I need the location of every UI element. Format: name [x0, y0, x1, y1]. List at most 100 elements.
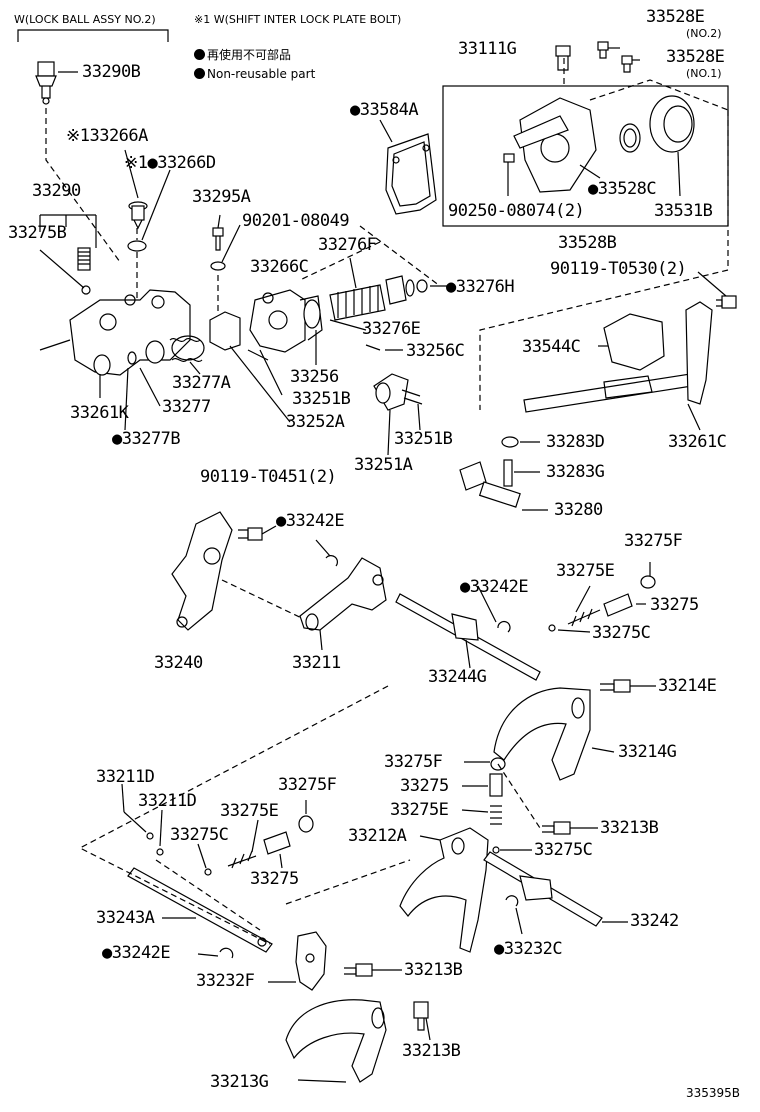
shift-fork-shaft-33244G: [395, 593, 541, 681]
part-label: 33276F: [318, 235, 377, 255]
part-label: ●33232C: [494, 939, 563, 959]
part-label: 33275E: [390, 800, 449, 820]
part-label: ●33277B: [112, 429, 181, 449]
part-label: 90250-08074(2): [448, 201, 585, 221]
part-label-sub: (NO.2): [686, 27, 722, 40]
non-reusable-en-legend: Non-reusable part: [194, 67, 315, 81]
part-label: 33213G: [210, 1072, 269, 1092]
bolt-33213B2: [344, 963, 373, 977]
part-label: 90119-T0530(2): [550, 259, 687, 279]
part-label: ●33584A: [350, 100, 419, 120]
part-label: 33244G: [428, 667, 487, 687]
part-label: 33275B: [8, 223, 67, 243]
shift-shaft-33261C: [523, 301, 713, 413]
part-label: 33275: [400, 776, 449, 796]
part-label: 33528B: [558, 233, 617, 253]
non-reusable-dot-icon: [194, 49, 205, 60]
part-label: 33275E: [556, 561, 615, 581]
part-label: 33256C: [406, 341, 465, 361]
reverse-restrict-pin-33280: [459, 461, 521, 508]
part-label: 33295A: [192, 187, 251, 207]
spring-33276F: [329, 284, 386, 321]
bearing-33531B: [649, 95, 695, 153]
part-label: 33528E: [646, 7, 705, 27]
part-label: 33275F: [278, 775, 337, 795]
part-label: ※133266A: [66, 126, 148, 146]
part-label: 33531B: [654, 201, 713, 221]
part-label: 33256: [290, 367, 339, 387]
part-label: 33211D: [138, 791, 197, 811]
shift-fork-shaft-33243A: [127, 867, 273, 953]
part-label: 33213B: [600, 818, 659, 838]
shift-head-33211: [299, 557, 387, 631]
part-label: 33261K: [70, 403, 129, 423]
bolt-33528E1: [621, 55, 633, 73]
diagram-reference-number: 335395B: [686, 1086, 741, 1100]
part-label: ●33528C: [588, 179, 657, 199]
part-label: 33213B: [404, 960, 463, 980]
part-label: 33252A: [286, 412, 345, 432]
part-label: ●33242E: [102, 943, 171, 963]
lock-ball-assy-part: [35, 61, 57, 105]
part-label: 33251A: [354, 455, 413, 475]
part-label: 33214G: [618, 742, 677, 762]
shift-block-33544C: [603, 313, 665, 371]
shift-fork-33212A: [399, 827, 489, 953]
bolt-33213B1: [542, 821, 571, 835]
part-label: 33283G: [546, 462, 605, 482]
part-label: ●33276H: [446, 277, 515, 297]
part-label: 33277A: [172, 373, 231, 393]
gasket-33584A: [385, 133, 437, 215]
part-label: 33275C: [170, 825, 229, 845]
part-label: 33290: [32, 181, 81, 201]
spring-part: [77, 247, 91, 271]
spring-coil-part: [171, 335, 205, 361]
shift-head-33232F: [295, 931, 327, 991]
part-label: 33275C: [534, 840, 593, 860]
part-label: 33211: [292, 653, 341, 673]
bolt-33528E2: [597, 41, 609, 59]
non-reusable-dot-icon: [194, 68, 205, 79]
lock-ball-note: W(LOCK BALL ASSY NO.2): [14, 13, 156, 26]
part-label: 33275F: [384, 752, 443, 772]
legend-bracket: [17, 29, 169, 42]
part-label: 33276E: [362, 319, 421, 339]
part-label: 33275E: [220, 801, 279, 821]
part-label: ●33242E: [276, 511, 345, 531]
part-label: 33232F: [196, 971, 255, 991]
retainer-assy: [513, 97, 597, 193]
part-label: ※1●33266D: [124, 153, 216, 173]
part-label: 90119-T0451(2): [200, 467, 337, 487]
bolt-33111G: [555, 45, 571, 71]
part-label: 33275: [650, 595, 699, 615]
part-label: 33275C: [592, 623, 651, 643]
part-label: 33283D: [546, 432, 605, 452]
part-label: 33243A: [96, 908, 155, 928]
shift-lever-assy-part: [209, 289, 323, 353]
part-label: 33212A: [348, 826, 407, 846]
part-label: 33544C: [522, 337, 581, 357]
part-label: 90201-08049: [242, 211, 350, 231]
non-reusable-jp-legend: 再使用不可部品: [194, 48, 291, 62]
part-label-sub: (NO.1): [686, 67, 722, 80]
part-label: 33251B: [394, 429, 453, 449]
oil-seal-33528C: [619, 123, 641, 153]
part-label: 33275F: [624, 531, 683, 551]
part-label: 33277: [162, 397, 211, 417]
part-label: 33528E: [666, 47, 725, 67]
part-label: 33261C: [668, 432, 727, 452]
bolt-33213B3: [413, 1001, 429, 1031]
bolt-part: [210, 227, 226, 271]
bolt-33214E: [600, 679, 631, 693]
part-label: 33290B: [82, 62, 141, 82]
part-label: ●33242E: [460, 577, 529, 597]
shift-inner-lever-part: [373, 373, 409, 411]
shift-bolt-note: ※1 W(SHIFT INTER LOCK PLATE BOLT): [194, 13, 402, 26]
part-label: 33251B: [292, 389, 351, 409]
part-label: 33240: [154, 653, 203, 673]
shift-fork-33214G: [493, 687, 591, 781]
part-label: 33242: [630, 911, 679, 931]
shift-housing-part: [39, 289, 191, 376]
part-label: 33214E: [658, 676, 717, 696]
